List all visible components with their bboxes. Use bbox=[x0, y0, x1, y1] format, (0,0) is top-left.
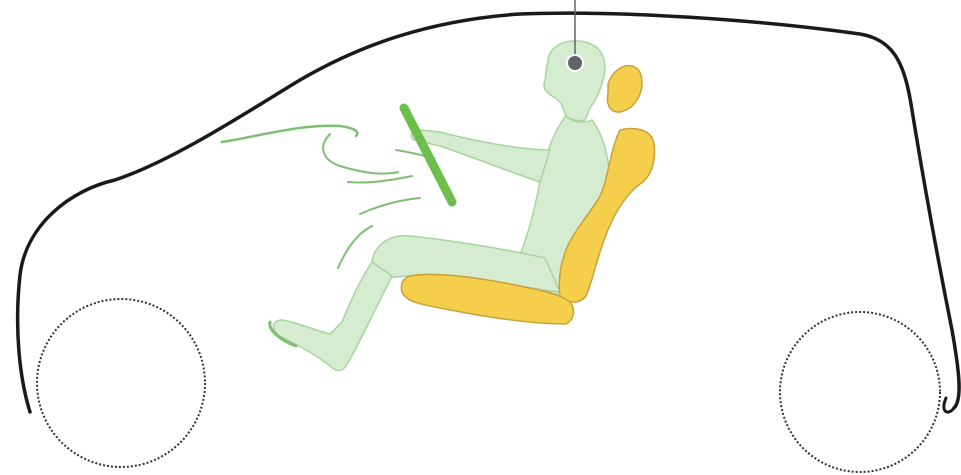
rear-wheel bbox=[780, 312, 940, 472]
motion-line-6 bbox=[338, 226, 372, 268]
front-wheel bbox=[37, 299, 205, 467]
headrest bbox=[608, 66, 642, 112]
motion-line-5 bbox=[360, 198, 420, 214]
driver-lower-leg bbox=[273, 262, 392, 371]
steering-wheel bbox=[404, 108, 452, 202]
wheels bbox=[37, 299, 940, 472]
motion-line-1 bbox=[222, 126, 357, 142]
car-body bbox=[18, 13, 959, 412]
motion-line-2 bbox=[323, 134, 398, 174]
motion-line-3 bbox=[348, 176, 412, 183]
rear-bumper-curl bbox=[944, 398, 954, 412]
car-outline bbox=[18, 13, 959, 412]
marker-dot bbox=[567, 55, 583, 71]
head-position-marker bbox=[567, 0, 583, 71]
